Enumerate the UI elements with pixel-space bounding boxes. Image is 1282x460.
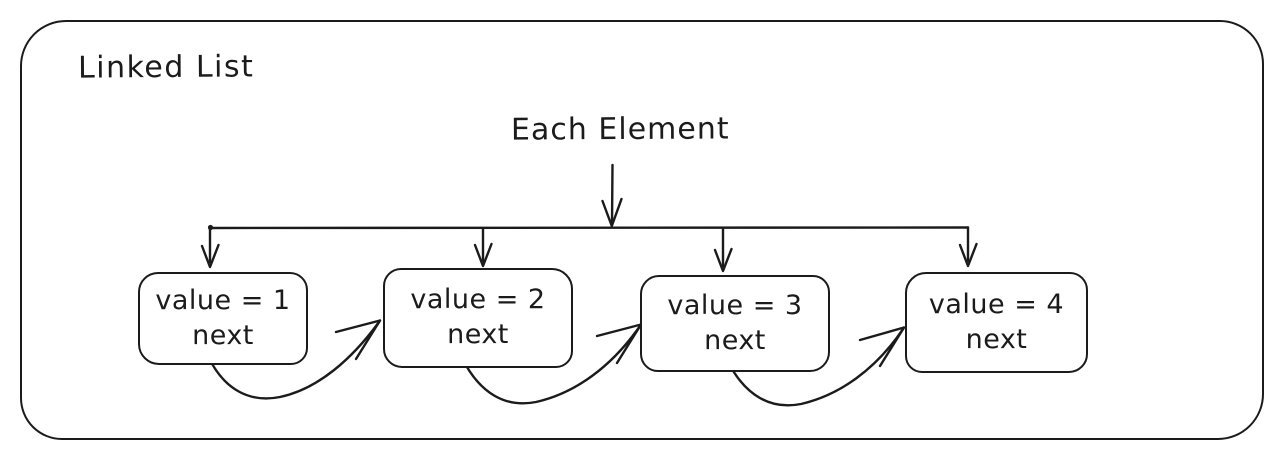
node-box-2: value = 2 next — [383, 268, 573, 368]
distribution-line — [208, 226, 970, 230]
node-box-3: value = 3 next — [640, 275, 830, 372]
node-next-label: next — [965, 323, 1028, 355]
node-value-label: value = 2 — [410, 284, 546, 316]
each-element-arrow — [601, 163, 623, 228]
branch-arrow-3 — [713, 227, 733, 273]
branch-arrow-1 — [200, 226, 220, 269]
next-pointer-arrow-3 — [725, 326, 906, 407]
canvas-frame — [20, 20, 1264, 440]
node-next-label: next — [192, 319, 254, 351]
node-next-label: next — [447, 319, 509, 350]
branch-arrow-4 — [958, 226, 978, 268]
next-pointer-arrow-2 — [460, 323, 643, 405]
node-value-label: value = 1 — [155, 284, 291, 316]
node-value-label: value = 3 — [667, 289, 803, 321]
next-pointer-arrow-1 — [206, 319, 382, 400]
node-box-4: value = 4 next — [905, 272, 1088, 373]
node-value-label: value = 4 — [928, 288, 1065, 320]
node-next-label: next — [704, 324, 766, 356]
branch-arrow-2 — [473, 227, 493, 268]
node-box-1: value = 1 next — [138, 272, 308, 365]
